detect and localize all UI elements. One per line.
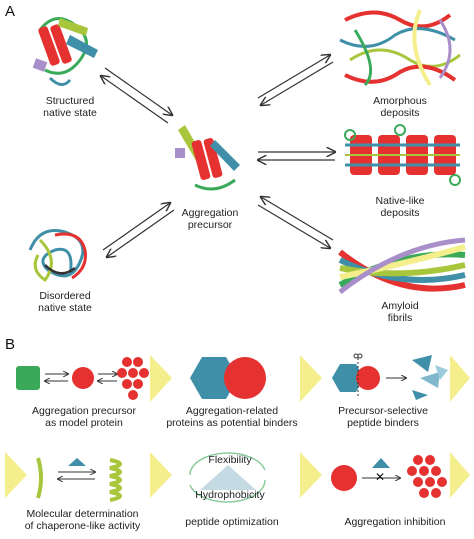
step2-graphic (190, 357, 266, 399)
amorphous-deposits-icon (339, 9, 461, 87)
amyloid-label-line2: fibrils (387, 312, 413, 324)
step2-label-line1: Aggregation-related (185, 405, 279, 417)
native-like-label-line2: deposits (380, 207, 420, 219)
disordered-label-line2: native state (38, 302, 92, 314)
equilibrium-arrows (101, 55, 335, 257)
amorphous-label-line2: deposits (380, 107, 420, 119)
panel-label-a: A (5, 3, 16, 20)
step5-flexibility-label: Flexibility (208, 454, 252, 466)
step1-label: Aggregation precursor as model protein (14, 405, 154, 429)
disordered-label-line1: Disordered (39, 290, 91, 302)
step4-label-line2: of chaperone-like activity (24, 520, 141, 532)
precursor-protein-icon (175, 125, 240, 191)
step3-label-line2: peptide binders (347, 417, 419, 429)
structured-label-line1: Structured (45, 95, 95, 107)
step5-hydrophobicity-label: Hydrophobicity (195, 489, 265, 501)
panel-label-b: B (5, 336, 16, 353)
native-like-deposits-icon (344, 124, 461, 186)
panel-a-diagram (28, 9, 466, 294)
precursor-label-line2: precursor (187, 219, 233, 231)
amyloid-label-line1: Amyloid (381, 300, 419, 312)
native-like-label-line1: Native-like (375, 195, 425, 207)
step4-label-line1: Molecular determination (26, 508, 139, 520)
amyloid-fibrils-icon (338, 237, 466, 294)
step4-label: Molecular determination of chaperone-lik… (10, 508, 155, 532)
step3-label-line1: Precursor-selective (338, 405, 428, 417)
step3-label: Precursor-selective peptide binders (318, 405, 448, 429)
precursor-label-line1: Aggregation (181, 207, 239, 219)
cross-mark-icon: ✕ (375, 470, 386, 484)
step5-label: peptide optimization (185, 516, 279, 528)
step3-graphic (332, 353, 448, 400)
amorphous-label-line1: Amorphous (373, 95, 427, 107)
structured-label: Structured native state (20, 95, 120, 119)
step4-graphic (36, 457, 122, 502)
precursor-label: Aggregation precursor (160, 207, 260, 231)
structured-label-line2: native state (43, 107, 97, 119)
structured-protein-icon (32, 17, 98, 86)
step1-label-line2: as model protein (45, 417, 123, 429)
amorphous-label: Amorphous deposits (350, 95, 450, 119)
step2-label-line2: proteins as potential binders (166, 417, 298, 429)
step6-graphic (331, 455, 447, 498)
amyloid-label: Amyloid fibrils (350, 300, 450, 324)
step2-label: Aggregation-related proteins as potentia… (162, 405, 302, 429)
disordered-label: Disordered native state (15, 290, 115, 314)
step6-label: Aggregation inhibition (344, 516, 446, 528)
disordered-protein-icon (28, 229, 87, 283)
native-like-label: Native-like deposits (350, 195, 450, 219)
step1-graphic (16, 357, 149, 400)
step1-label-line1: Aggregation precursor (32, 405, 136, 417)
